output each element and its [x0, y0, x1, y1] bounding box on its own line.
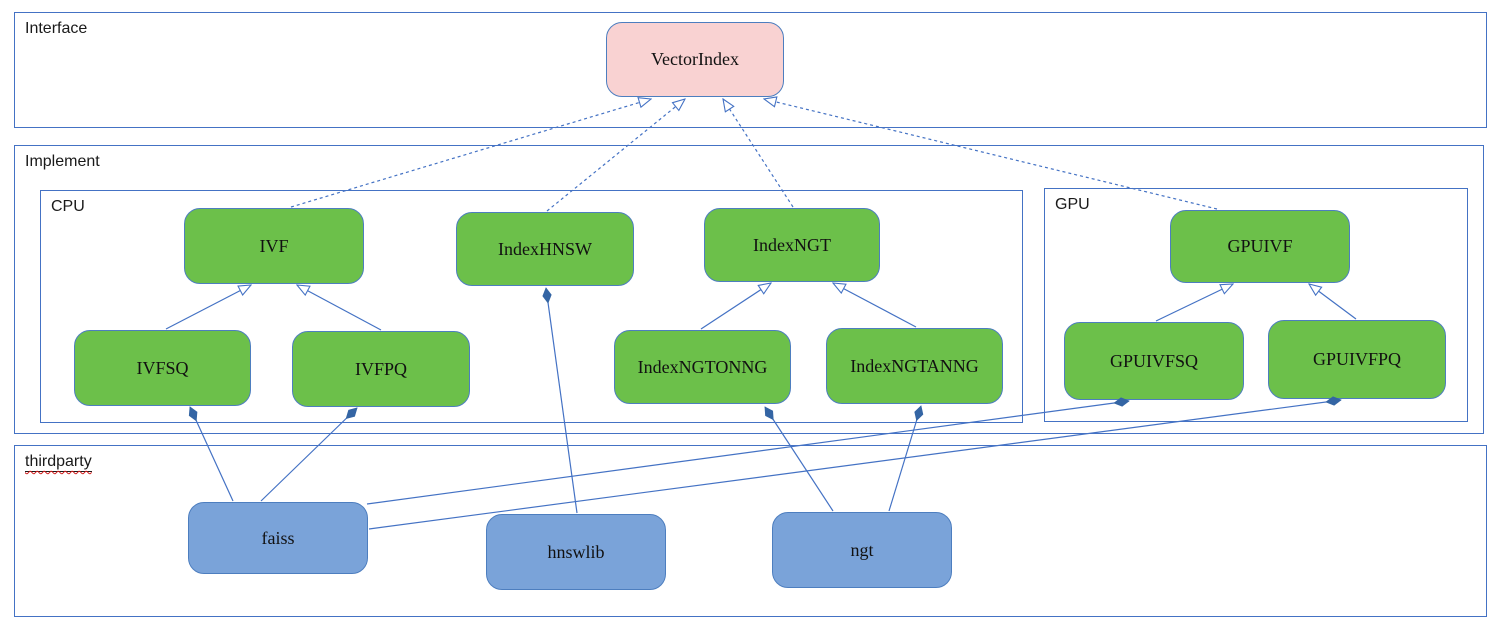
node-vectorindex-label: VectorIndex — [651, 49, 739, 69]
node-indexngtonng-label: IndexNGTONNG — [637, 356, 768, 377]
node-faiss-label: faiss — [261, 527, 295, 548]
node-gpuivf[interactable]: GPUIVF — [1170, 210, 1350, 283]
node-gpuivfpq-label: GPUIVFPQ — [1312, 349, 1402, 369]
node-indexngt-label: IndexNGT — [753, 234, 831, 255]
node-gpuivfsq-label: GPUIVFSQ — [1109, 350, 1199, 371]
container-cpu-label: CPU — [51, 198, 85, 215]
node-ngt-label: ngt — [850, 539, 874, 560]
node-hnswlib-label: hnswlib — [547, 541, 605, 562]
container-interface-label: Interface — [25, 20, 88, 37]
node-indexngtonng[interactable]: IndexNGTONNG — [614, 330, 791, 404]
node-ngt[interactable]: ngt — [772, 512, 952, 588]
node-ivf-label: IVF — [259, 235, 289, 256]
node-ivfpq[interactable]: IVFPQ — [292, 331, 470, 407]
node-indexhnsw-label: IndexHNSW — [498, 238, 592, 259]
node-ivfsq-label: IVFSQ — [136, 357, 189, 378]
node-vectorindex[interactable]: VectorIndex — [606, 22, 784, 97]
node-gpuivf-label: GPUIVF — [1227, 236, 1293, 256]
node-gpuivfsq[interactable]: GPUIVFSQ — [1064, 322, 1244, 400]
node-ivfsq[interactable]: IVFSQ — [74, 330, 251, 406]
node-hnswlib[interactable]: hnswlib — [486, 514, 666, 590]
node-indexngtanng[interactable]: IndexNGTANNG — [826, 328, 1003, 404]
container-gpu-label: GPU — [1055, 196, 1090, 213]
node-gpuivfpq[interactable]: GPUIVFPQ — [1268, 320, 1446, 399]
node-ivf[interactable]: IVF — [184, 208, 364, 284]
node-indexngt[interactable]: IndexNGT — [704, 208, 880, 282]
container-thirdparty-label: thirdparty — [25, 453, 92, 472]
container-implement-label: Implement — [25, 153, 100, 170]
node-indexngtanng-label: IndexNGTANNG — [850, 355, 979, 376]
node-indexhnsw[interactable]: IndexHNSW — [456, 212, 634, 286]
node-faiss[interactable]: faiss — [188, 502, 368, 574]
node-ivfpq-label: IVFPQ — [354, 358, 407, 379]
